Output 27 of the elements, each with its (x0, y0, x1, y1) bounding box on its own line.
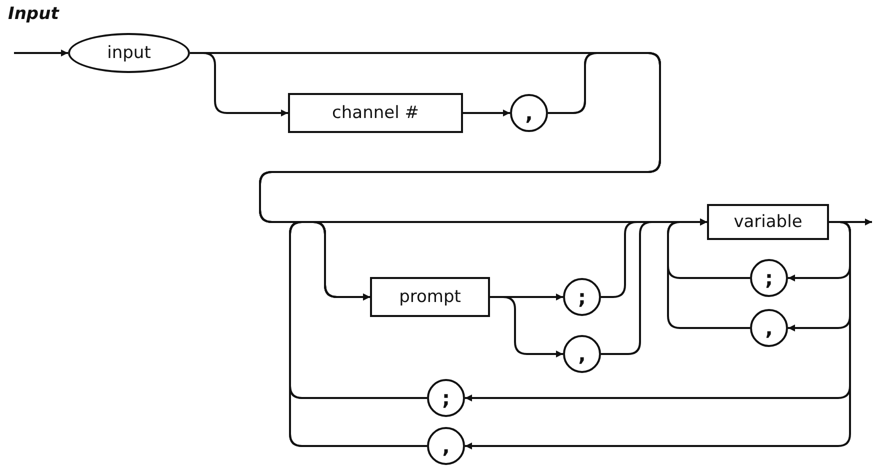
symbol-circle (563, 335, 601, 373)
node-label: , (765, 316, 773, 340)
symbol-circle (750, 259, 788, 297)
node-label: ; (578, 285, 586, 309)
symbol-circle (427, 427, 465, 465)
node-label: input (107, 43, 151, 63)
connector-arrow (14, 50, 68, 56)
connector-arrow (289, 218, 707, 447)
node-label: , (525, 101, 533, 125)
node-label: , (578, 342, 586, 366)
symbol-circle (750, 309, 788, 347)
syntax-box (707, 204, 829, 240)
node-label: prompt (399, 287, 461, 307)
syntax-box (370, 277, 490, 317)
node-label: channel # (332, 103, 419, 123)
node-label: , (442, 434, 450, 458)
connector-arrow (465, 221, 851, 450)
diagram-title: Input (8, 4, 59, 24)
syntax-box (288, 93, 463, 133)
node-label: ; (765, 266, 773, 290)
connector-arrow (463, 110, 510, 116)
symbol-circle (510, 94, 548, 132)
symbol-circle (563, 278, 601, 316)
connector-arrow (490, 296, 563, 358)
symbol-circle (427, 379, 465, 417)
node-label: ; (442, 386, 450, 410)
node-label: variable (734, 212, 802, 232)
